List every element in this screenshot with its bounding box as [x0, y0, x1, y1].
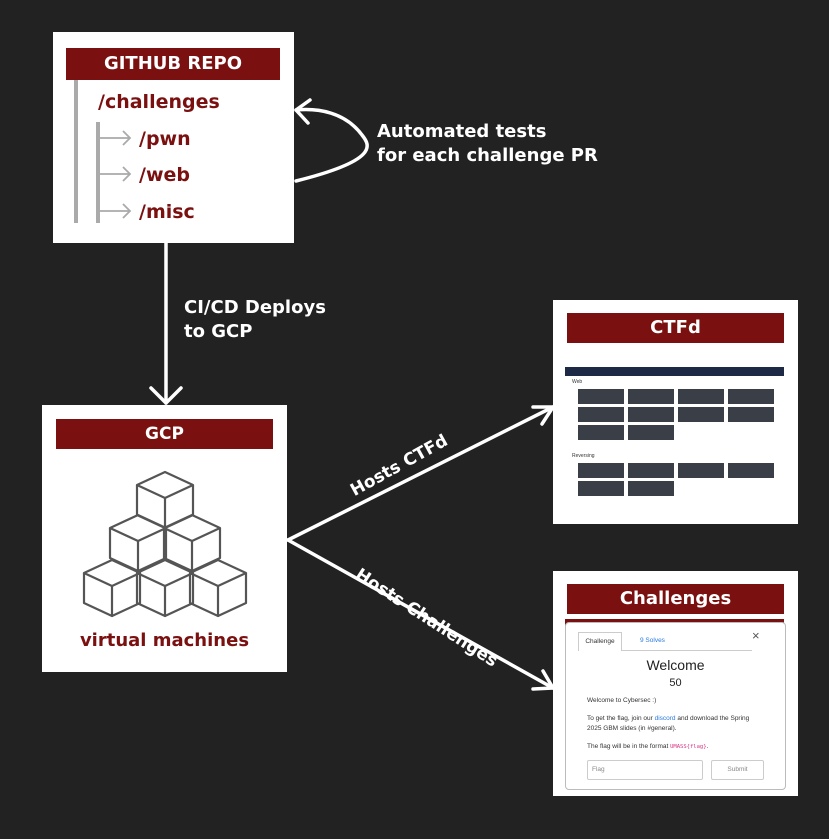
folder-challenges: /challenges — [98, 91, 220, 113]
arrow-web-icon — [100, 166, 132, 182]
ctfd-challenge-card[interactable] — [628, 463, 674, 478]
line4-post: . — [706, 743, 709, 750]
ctfd-title: CTFd — [567, 313, 784, 343]
cube-icon — [135, 558, 195, 618]
ctfd-category-reversing: Reversing — [572, 453, 595, 459]
cube-icon — [82, 558, 142, 618]
line2-post: and download the Spring — [675, 715, 750, 722]
folder-pwn: /pwn — [139, 128, 191, 150]
line4-pre: The flag will be in the format — [587, 743, 671, 750]
ctfd-navbar — [565, 367, 784, 376]
ctfd-challenge-card[interactable] — [578, 389, 624, 404]
vm-cubes-icon — [82, 470, 248, 618]
vm-caption: virtual machines — [79, 630, 250, 651]
flag-input[interactable]: Flag — [587, 760, 703, 780]
ctfd-challenge-card[interactable] — [728, 389, 774, 404]
challenge-line-2: To get the flag, join our discord and do… — [587, 715, 749, 722]
ctfd-challenge-card[interactable] — [728, 407, 774, 422]
cicd-label-1: CI/CD Deploys — [184, 297, 326, 318]
tree-branch-line — [96, 122, 100, 223]
ctfd-challenge-card[interactable] — [578, 425, 624, 440]
ctfd-challenge-card[interactable] — [678, 463, 724, 478]
cicd-label-2: to GCP — [184, 321, 253, 342]
flag-format-code: UMASS{flag} — [670, 744, 707, 750]
ctfd-challenge-card[interactable] — [578, 407, 624, 422]
ctfd-category-web: Web — [572, 379, 583, 385]
automated-tests-label-2: for each challenge PR — [377, 145, 598, 166]
tab-challenge[interactable]: Challenge — [578, 632, 622, 651]
challenge-points: 50 — [669, 677, 682, 689]
ctfd-challenge-card[interactable] — [628, 481, 674, 496]
github-repo-panel: GITHUB REPO /challenges /pwn /web /misc — [53, 32, 294, 243]
cicd-arrowhead — [149, 386, 183, 405]
close-icon[interactable]: × — [752, 628, 760, 643]
ctfd-challenge-card[interactable] — [678, 407, 724, 422]
ctfd-challenge-card[interactable] — [578, 481, 624, 496]
arrow-pwn-icon — [100, 130, 132, 146]
challenge-line-4: The flag will be in the format UMASS{fla… — [587, 743, 708, 750]
discord-link[interactable]: discord — [654, 715, 676, 722]
loop-arrow — [294, 107, 369, 183]
ctfd-challenge-card[interactable] — [628, 389, 674, 404]
automated-tests-label-1: Automated tests — [377, 121, 547, 142]
github-repo-title: GITHUB REPO — [66, 48, 280, 80]
ctfd-challenge-card[interactable] — [728, 463, 774, 478]
tree-arrow-icons — [100, 130, 132, 219]
modal-tab-divider — [622, 650, 752, 651]
hosts-ctfd-arrowhead — [531, 405, 555, 426]
tab-solves[interactable]: 9 Solves — [640, 637, 665, 644]
hosts-ctfd-arrow — [286, 405, 555, 542]
challenge-modal: Challenge 9 Solves × Welcome 50 Welcome … — [565, 622, 786, 790]
challenge-name: Welcome — [646, 657, 705, 673]
challenge-line-3: 2025 GBM slides (in #general). — [587, 725, 677, 732]
submit-button[interactable]: Submit — [711, 760, 764, 780]
arrow-misc-icon — [100, 203, 132, 219]
loop-arrowhead — [294, 98, 312, 125]
challenge-line-1: Welcome to Cybersec :) — [587, 697, 657, 704]
hosts-challenges-arrowhead — [531, 669, 555, 691]
tree-trunk — [74, 80, 78, 223]
ctfd-challenge-card[interactable] — [578, 463, 624, 478]
ctfd-challenge-card[interactable] — [628, 407, 674, 422]
challenges-title: Challenges — [567, 584, 784, 614]
ctfd-challenge-card[interactable] — [678, 389, 724, 404]
cube-icon — [188, 558, 248, 618]
line2-pre: To get the flag, join our — [587, 715, 655, 722]
folder-web: /web — [139, 164, 190, 186]
gcp-title: GCP — [56, 419, 273, 449]
ctfd-challenge-card[interactable] — [628, 425, 674, 440]
folder-misc: /misc — [139, 201, 195, 223]
hosts-challenges-arrow — [286, 538, 555, 690]
